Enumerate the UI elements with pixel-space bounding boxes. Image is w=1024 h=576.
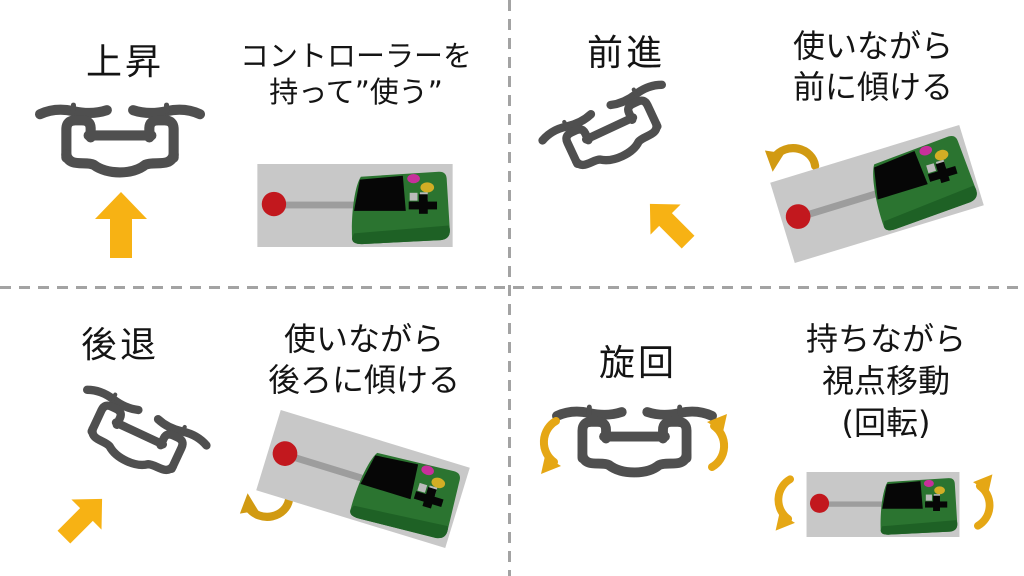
arrow-up-right-icon [48,483,118,553]
tilt-backward-arrow-icon [237,493,293,538]
quadrant-title: 旋回 [598,343,677,384]
yaw-arrow-right-icon [708,412,740,474]
instruction-line: 持って”使う” [269,75,443,109]
drone-tilt-left-icon [533,72,688,192]
instruction-line: (回転) [841,404,931,442]
instruction-line: 持ちながら [805,320,966,358]
instruction-text: 使いながら 前に傾ける [753,26,993,108]
drone-tilt-right-icon [60,377,215,497]
instruction-line: 使いながら [283,320,444,358]
drone-front-icon [552,401,717,480]
instruction-text: 持ちながら 視点移動 (回転) [766,318,1006,444]
instruction-line: コントローラーを [239,39,472,73]
instruction-line: 後ろに傾ける [267,361,460,399]
drone-front-icon [35,99,205,180]
tilt-forward-arrow-icon [763,127,819,172]
arrow-up-left-icon [634,188,704,258]
horizontal-divider [0,286,1024,289]
instruction-line: 前に傾ける [792,68,953,106]
instruction-line: 使いながら [792,27,953,65]
yaw-arrow-right-icon [974,472,1005,533]
arrow-up-icon [95,192,147,258]
instruction-text: コントローラーを 持って”使う” [236,38,476,110]
quadrant-title: 上昇 [85,42,164,83]
quadrant-title: 前進 [586,33,665,74]
controller-icon [257,164,453,247]
vertical-divider [508,0,511,576]
yaw-arrow-left-icon [763,472,794,533]
controller-icon [806,472,960,537]
quadrant-title: 後退 [80,325,159,366]
yaw-arrow-left-icon [528,414,560,476]
instruction-text: 使いながら 後ろに傾ける [244,319,484,401]
instruction-line: 視点移動 [821,362,950,400]
